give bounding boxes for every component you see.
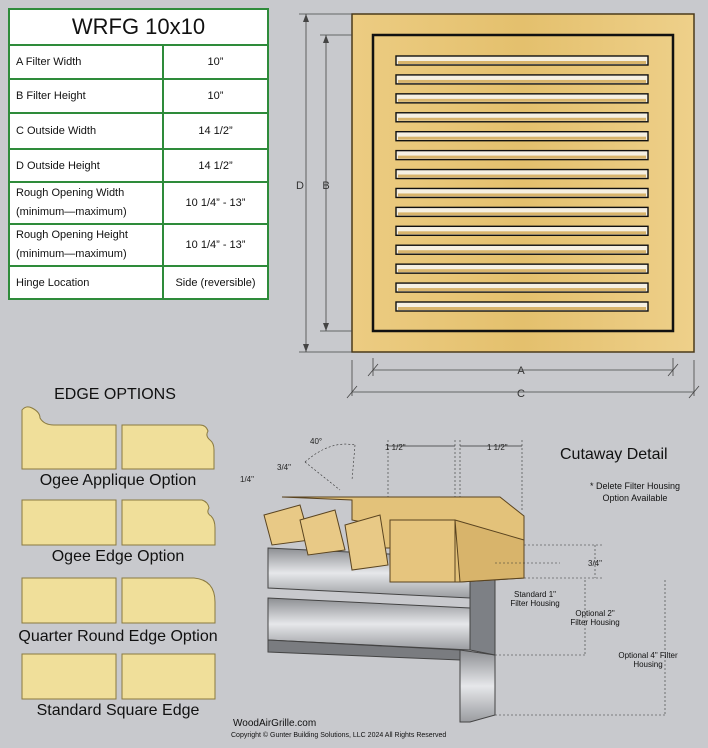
louver-blade xyxy=(398,269,646,273)
ogee-applique-profile-left xyxy=(21,406,117,470)
grille-louvers xyxy=(395,55,649,312)
louver-slot xyxy=(395,282,649,293)
dim-label-b: B xyxy=(322,180,329,192)
louver-blade xyxy=(398,79,646,83)
spec-value: Side (reversible) xyxy=(175,276,256,289)
louver-blade xyxy=(398,136,646,140)
spec-label: C Outside Width xyxy=(10,114,164,148)
louver-slot xyxy=(395,225,649,237)
spec-label: A Filter Width xyxy=(10,46,164,78)
louver-blade xyxy=(398,250,646,254)
housing-label-optional-2: Optional 2" Filter Housing xyxy=(570,609,620,627)
louver-blade xyxy=(398,212,646,216)
edge-option-label: Standard Square Edge xyxy=(36,702,200,719)
dim-label-c: C xyxy=(517,388,525,400)
louver-slot xyxy=(395,130,649,142)
louver-slot xyxy=(395,112,649,123)
louver-blade xyxy=(398,117,646,121)
dim-label-a: A xyxy=(517,365,525,377)
louver-slat-3 xyxy=(344,514,389,571)
housing-label-optional-4: Optional 4" Filter Housing xyxy=(618,651,678,669)
spec-value: 14 1/2” xyxy=(198,125,233,137)
spec-label: Rough Opening Width (minimum—maximum) xyxy=(10,183,164,223)
dim-3-4-right: 3/4" xyxy=(588,559,602,568)
spec-value: 14 1/2” xyxy=(198,159,233,172)
louver-blade xyxy=(398,193,646,197)
louver-slot xyxy=(395,263,649,274)
spec-value: 10 1/4” - 13” xyxy=(185,239,246,251)
edge-profiles xyxy=(21,406,216,700)
filter-housing-leg xyxy=(459,649,496,723)
louver-blade xyxy=(398,98,646,102)
louver-slot xyxy=(395,168,649,180)
spec-table: WRFG 10x10 A Filter Width 10” B Filter H… xyxy=(8,8,269,300)
louver-slot xyxy=(395,149,649,161)
grille-frame xyxy=(351,13,695,353)
spec-label: B Filter Height xyxy=(10,80,164,112)
spec-label-line2: (minimum—maximum) xyxy=(16,206,127,218)
louver-slot xyxy=(395,93,649,104)
spec-value: 10” xyxy=(207,56,224,68)
quarter-round-profile-right xyxy=(121,577,216,624)
louver-blade xyxy=(398,231,646,235)
louver-blade xyxy=(398,288,646,292)
spec-label-line1: Rough Opening Width xyxy=(16,187,125,199)
louver-blade xyxy=(398,307,646,310)
grille-dimension-arrows xyxy=(303,14,329,352)
spec-row-rough-width: Rough Opening Width (minimum—maximum) 10 … xyxy=(10,183,267,225)
spec-row-filter-width: A Filter Width 10” xyxy=(10,46,267,80)
spec-row-rough-height: Rough Opening Height (minimum—maximum) 10… xyxy=(10,225,267,267)
spec-label-line2: (minimum—maximum) xyxy=(16,248,127,260)
cutaway-note: * Delete Filter Housing Option Available xyxy=(589,481,681,503)
grille-front-view xyxy=(351,13,695,353)
dim-3-4-top: 3/4" xyxy=(277,463,291,472)
dim-label-d: D xyxy=(296,180,304,192)
louver-slot xyxy=(395,206,649,218)
edge-options-title: EDGE OPTIONS xyxy=(54,386,176,403)
louver-slot xyxy=(395,187,649,199)
spec-value: 10 1/4” - 13” xyxy=(185,197,246,209)
louver-blade xyxy=(398,155,646,159)
spec-row-filter-height: B Filter Height 10” xyxy=(10,80,267,114)
footer-copyright: Copyright © Gunter Building Solutions, L… xyxy=(231,732,447,739)
quarter-round-profile-left xyxy=(21,577,117,624)
spec-row-hinge: Hinge Location Side (reversible) xyxy=(10,267,267,298)
edge-option-label: Ogee Edge Option xyxy=(51,548,185,565)
housing-label-standard: Standard 1" Filter Housing xyxy=(510,590,560,608)
ogee-applique-profile-right xyxy=(121,424,215,470)
louver-slot xyxy=(395,55,649,66)
spec-label: Rough Opening Height (minimum—maximum) xyxy=(10,225,164,265)
spec-label-line1: Rough Opening Height xyxy=(16,229,128,241)
cutaway-illustration xyxy=(222,420,704,742)
cutaway-title: Cutaway Detail xyxy=(560,446,668,463)
dim-1-4: 1/4" xyxy=(240,475,254,484)
ogee-edge-profile-left xyxy=(21,499,117,546)
louver-slot xyxy=(395,244,649,255)
louver-slot xyxy=(395,74,649,85)
dim-1-1-2-right: 1 1/2" xyxy=(487,443,508,452)
square-edge-profile-right xyxy=(121,653,216,700)
model-title: WRFG 10x10 xyxy=(10,10,267,46)
spec-label: Hinge Location xyxy=(10,267,164,298)
spec-row-outside-height: D Outside Height 14 1/2” xyxy=(10,150,267,183)
edge-option-label: Ogee Applique Option xyxy=(39,472,197,489)
ogee-edge-profile-right xyxy=(121,499,216,546)
louver-slot xyxy=(395,301,649,312)
cutaway-dimension-lines xyxy=(304,440,666,716)
wood-frame-block xyxy=(389,519,456,583)
louver-blade xyxy=(398,61,646,64)
grille-inner-border xyxy=(371,33,675,333)
dim-angle: 40° xyxy=(310,437,322,446)
edge-option-label: Quarter Round Edge Option xyxy=(18,628,218,645)
grille-dimension-lines xyxy=(299,13,700,399)
louver-blade xyxy=(398,174,646,178)
square-edge-profile-left xyxy=(21,653,117,700)
footer-site: WoodAirGrille.com xyxy=(233,718,317,729)
louver-slat-2 xyxy=(299,509,346,556)
spec-value: 10” xyxy=(207,90,224,102)
spec-label: D Outside Height xyxy=(10,150,164,181)
dim-1-1-2-left: 1 1/2" xyxy=(385,443,406,452)
spec-row-outside-width: C Outside Width 14 1/2” xyxy=(10,114,267,150)
